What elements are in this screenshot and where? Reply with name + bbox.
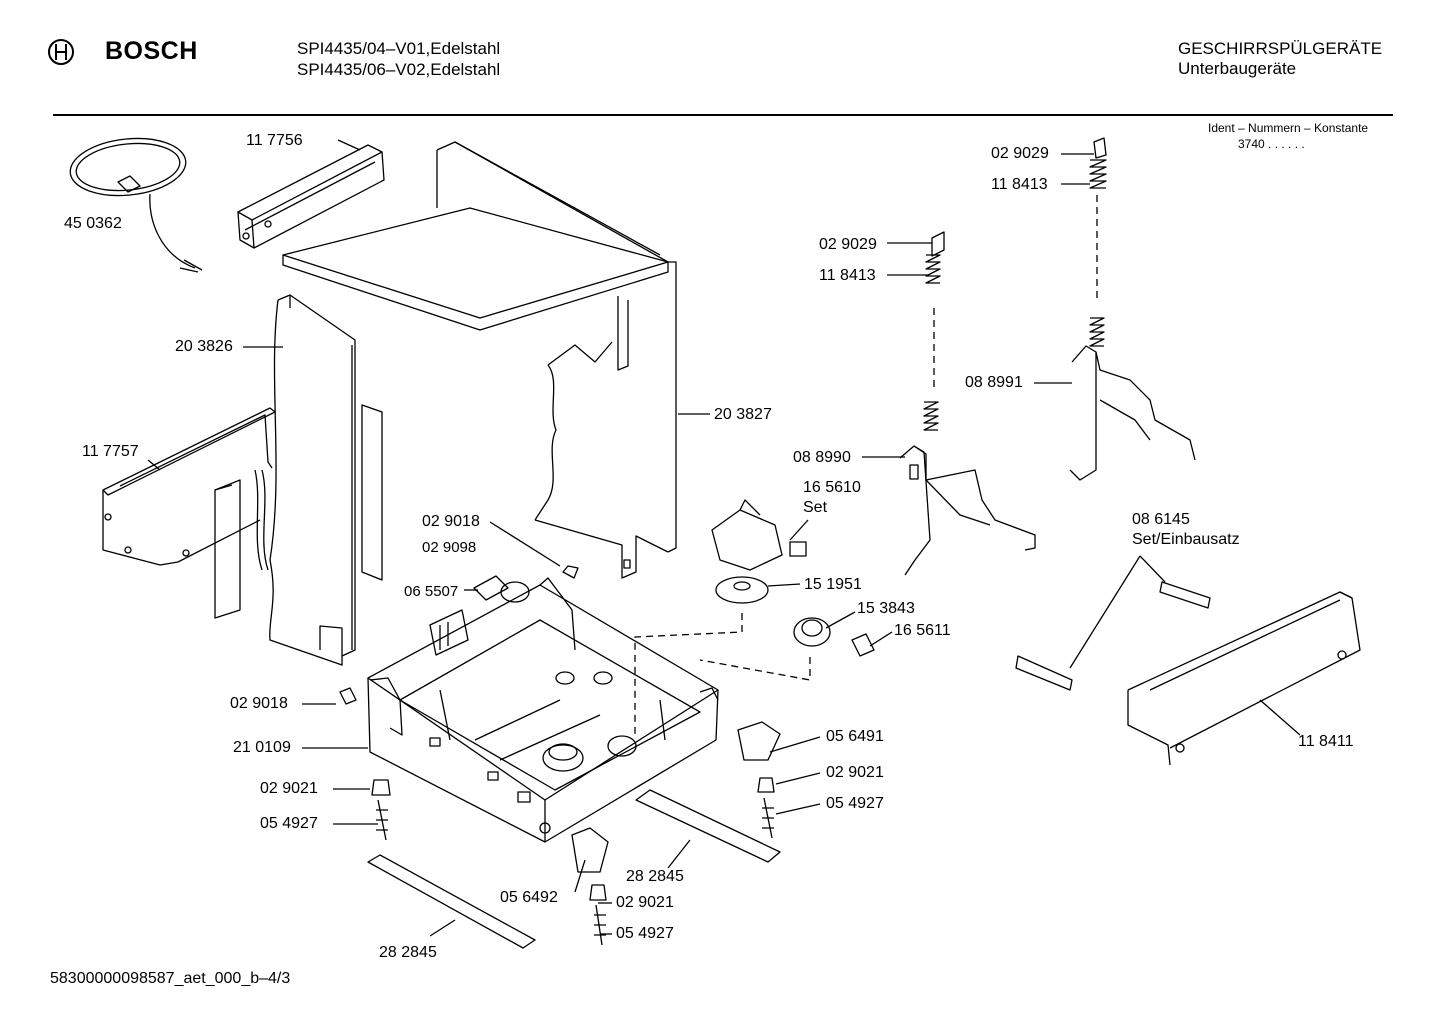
clip-upper-drawing	[562, 565, 579, 579]
model-line-1: SPI4435/04–V01,Edelstahl	[297, 39, 501, 58]
part-label: 05 4927	[260, 815, 318, 832]
subcategory-title: Unterbaugeräte	[1178, 59, 1297, 78]
part-label: 02 9018	[230, 695, 288, 712]
part-label: 11 7757	[82, 443, 139, 460]
part-label: 20 3827	[714, 406, 772, 423]
part-label: 15 1951	[804, 576, 862, 593]
kick-plate-drawing	[1015, 581, 1361, 766]
part-label: Set	[803, 499, 828, 516]
side-panel-right-drawing	[534, 261, 677, 579]
leader-lines	[147, 139, 1301, 937]
clip-lower-drawing	[339, 687, 357, 705]
part-label: 11 8413	[991, 176, 1048, 193]
part-label: 02 9021	[826, 764, 884, 781]
part-label: 02 9018	[422, 513, 480, 530]
top-rail-drawing	[237, 144, 385, 249]
side-panel-left-drawing	[269, 294, 383, 666]
part-label: 45 0362	[64, 215, 122, 232]
header-rule	[53, 114, 1393, 116]
part-label: 15 3843	[857, 600, 915, 617]
part-label: 02 9098	[422, 539, 477, 556]
part-label: 08 8990	[793, 449, 851, 466]
part-label: 05 6491	[826, 728, 884, 745]
part-label: 16 5610	[803, 479, 861, 496]
part-label: 02 9021	[616, 894, 674, 911]
part-label: 28 2845	[626, 868, 684, 885]
part-label: 06 5507	[404, 583, 459, 600]
part-label: 11 8411	[1298, 733, 1354, 750]
float-switch-drawing	[711, 499, 875, 657]
feet-drawing	[367, 721, 781, 949]
aquastop-drawing	[429, 575, 530, 656]
model-line-2: SPI4435/06–V02,Edelstahl	[297, 60, 501, 79]
part-label: 28 2845	[379, 944, 437, 961]
part-label: 05 4927	[616, 925, 674, 942]
power-cable-drawing	[69, 137, 203, 273]
bosch-armature-icon	[48, 39, 74, 65]
brand-name: BOSCH	[105, 37, 198, 65]
part-label: 02 9029	[991, 145, 1049, 162]
base-tub-drawing	[367, 577, 719, 843]
top-panel-drawing	[282, 141, 669, 331]
ident-title: Ident – Nummern – Konstante	[1208, 121, 1369, 135]
category-title: GESCHIRRSPÜLGERÄTE	[1178, 39, 1383, 58]
part-label: 11 8413	[819, 267, 876, 284]
part-label: Set/Einbausatz	[1132, 531, 1240, 548]
document-id: 58300000098587_aet_000_b–4/3	[50, 970, 291, 987]
dashed-leaders	[634, 195, 1098, 735]
ident-value: 3740 . . . . . .	[1238, 137, 1305, 151]
part-label: 02 9029	[819, 236, 877, 253]
part-label: 20 3826	[175, 338, 233, 355]
part-label: 05 6492	[500, 889, 558, 906]
part-label: 08 8991	[965, 374, 1023, 391]
part-label: 02 9021	[260, 780, 318, 797]
base-rail-drawing	[102, 407, 276, 619]
part-label: 16 5611	[894, 622, 951, 639]
part-label: 11 7756	[246, 132, 303, 149]
part-label: 05 4927	[826, 795, 884, 812]
part-label: 21 0109	[233, 739, 291, 756]
part-label: 08 6145	[1132, 511, 1190, 528]
hinge-right-drawing	[1069, 137, 1196, 481]
hinge-left-drawing	[899, 231, 1036, 576]
